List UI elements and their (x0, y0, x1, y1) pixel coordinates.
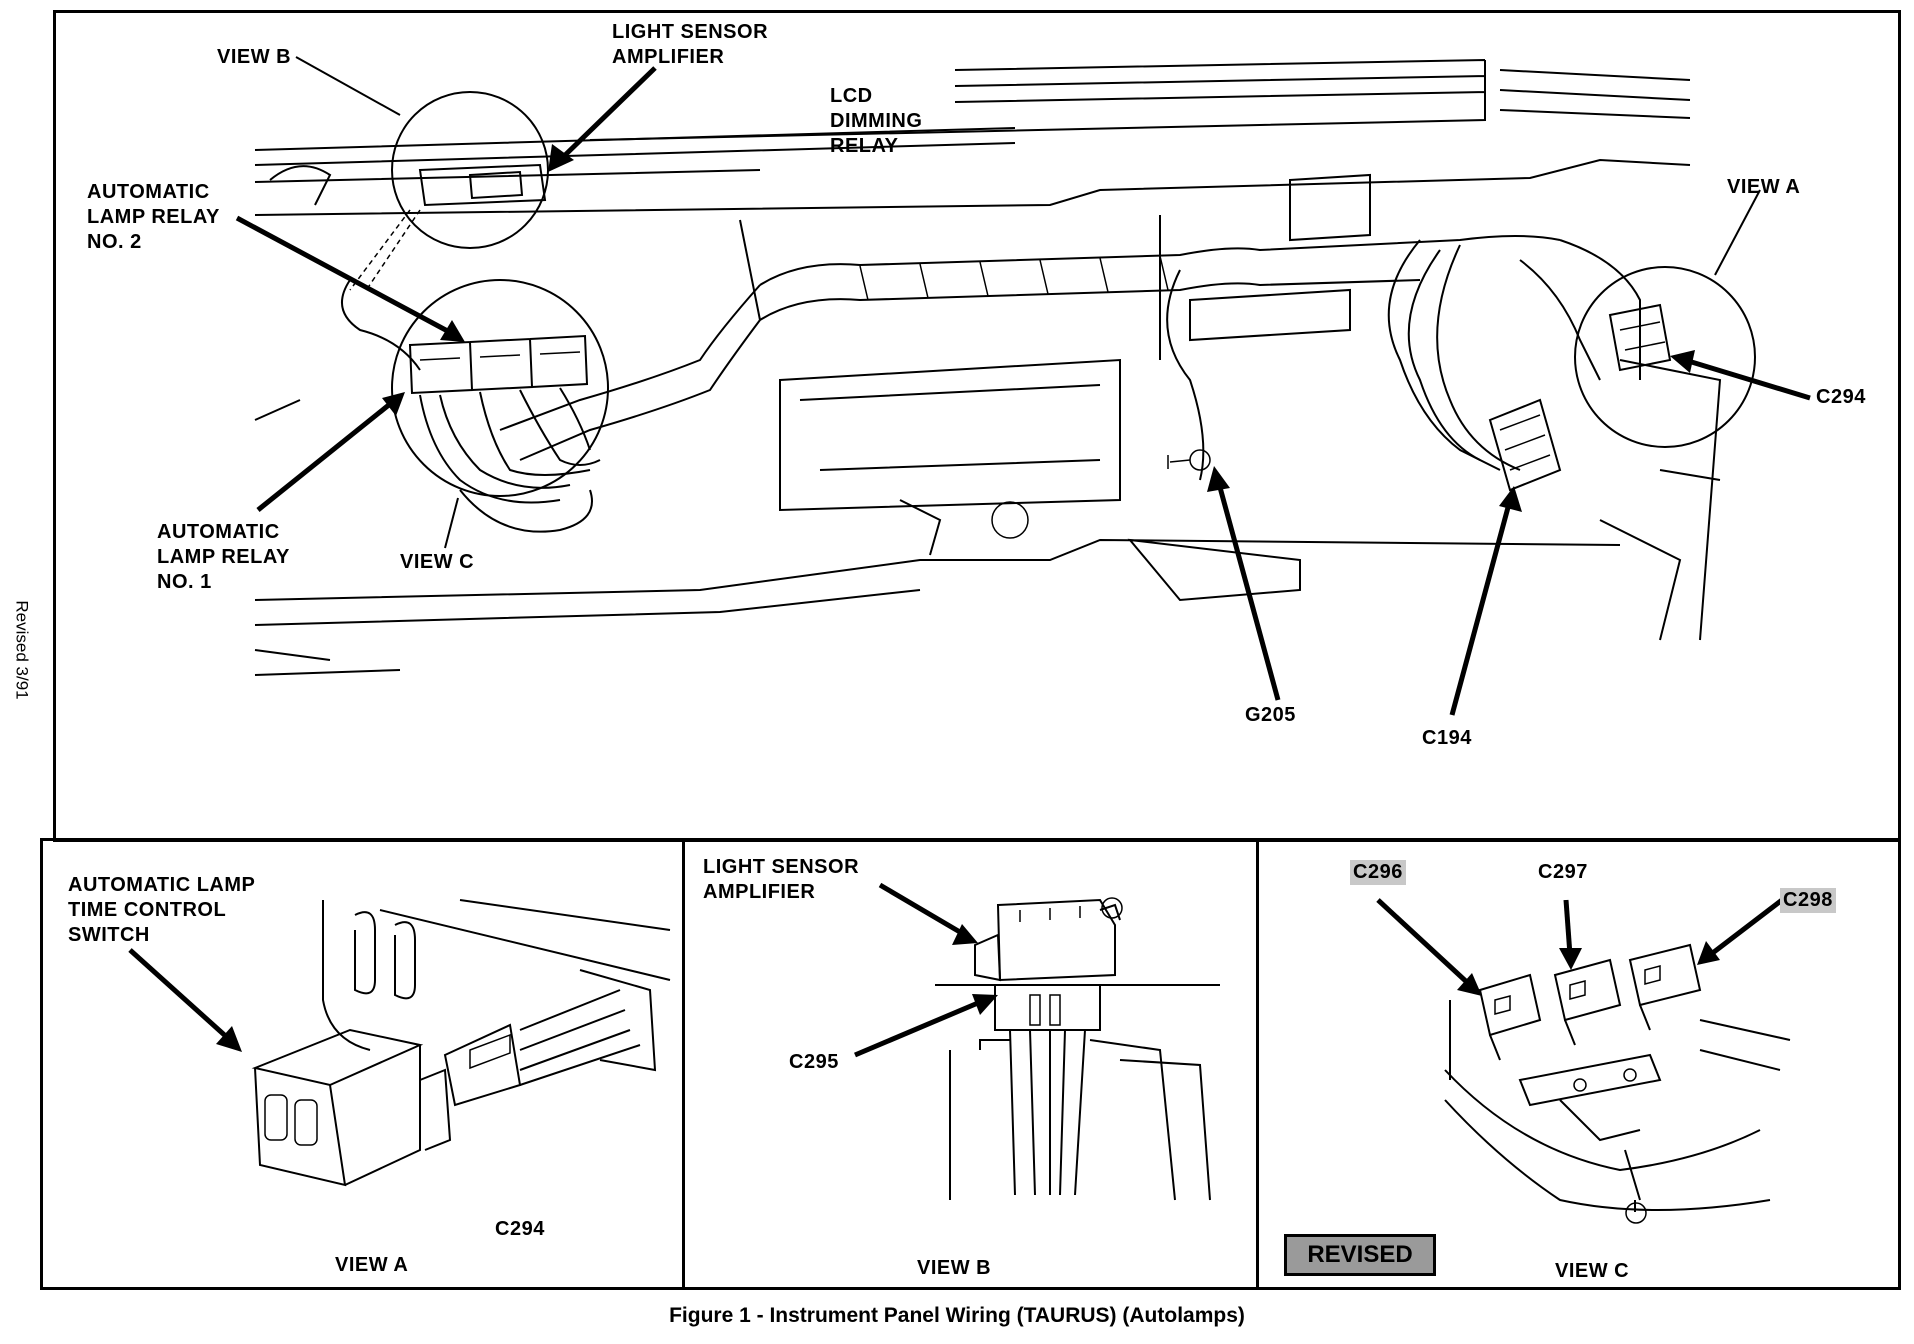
connector-c194-part (1488, 398, 1562, 492)
leader-relay-1 (256, 398, 397, 512)
label-view-a: VIEW A (1727, 176, 1801, 198)
revised-badge: REVISED (1284, 1234, 1436, 1276)
label-view-b-amplifier: LIGHT SENSOR AMPLIFIER (703, 856, 860, 903)
leader-c294 (1684, 357, 1811, 401)
view-c-title: VIEW C (1555, 1260, 1630, 1282)
label-lcd-dimming-relay: LCD DIMMING RELAY (830, 85, 923, 157)
leader-c194 (1449, 499, 1513, 716)
label-view-c: VIEW C (400, 551, 475, 573)
leader-light-sensor (558, 66, 657, 162)
view-c-leader-c298 (1708, 898, 1784, 957)
leader-relay-2 (235, 215, 457, 338)
label-c297: C297 (1538, 861, 1588, 883)
label-view-b: VIEW B (217, 46, 292, 68)
view-c-detail-circle (391, 279, 609, 497)
label-automatic-lamp-relay-2: AUTOMATIC LAMP RELAY NO. 2 (87, 181, 220, 253)
view-c-leader-c296 (1376, 898, 1472, 987)
figure-caption: Figure 1 - Instrument Panel Wiring (TAUR… (669, 1304, 1245, 1327)
view-b-detail-circle (391, 91, 549, 249)
label-light-sensor-amplifier: LIGHT SENSOR AMPLIFIER (612, 21, 769, 68)
view-c-frame (1256, 838, 1901, 1290)
leader-view-b (295, 56, 401, 116)
instrument-panel-structure (254, 59, 1722, 676)
view-b-drawing (935, 897, 1220, 1201)
relay-cluster (408, 334, 601, 533)
label-c298: C298 (1780, 888, 1836, 913)
view-b-leader-c295 (854, 997, 986, 1058)
leader-view-a (1714, 189, 1761, 276)
view-c-leader-c297 (1563, 899, 1573, 956)
view-a-title: VIEW A (335, 1254, 409, 1276)
label-c194: C194 (1422, 727, 1472, 749)
leader-g205 (1215, 479, 1281, 701)
label-view-a-c294: C294 (495, 1218, 545, 1240)
view-b-title: VIEW B (917, 1257, 992, 1279)
revision-note: Revised 3/91 (12, 600, 32, 700)
label-g205: G205 (1245, 704, 1296, 726)
wiring-harness (341, 235, 1641, 481)
leader-view-c (444, 497, 459, 549)
view-a-leader (128, 948, 232, 1042)
label-c294: C294 (1816, 386, 1866, 408)
label-c295: C295 (789, 1051, 839, 1073)
view-a-detail-circle (1574, 266, 1756, 448)
connector-c294-part (1608, 303, 1672, 372)
view-a-drawing (251, 899, 671, 1187)
view-c-drawing (1444, 943, 1791, 1224)
label-automatic-lamp-relay-1: AUTOMATIC LAMP RELAY NO. 1 (157, 521, 290, 593)
ground-g205-part (1167, 449, 1211, 471)
label-time-control-switch: AUTOMATIC LAMP TIME CONTROL SWITCH (68, 874, 256, 946)
light-sensor-amplifier-part (349, 163, 547, 293)
view-b-leader-amplifier (878, 882, 967, 938)
label-c296: C296 (1350, 860, 1406, 885)
